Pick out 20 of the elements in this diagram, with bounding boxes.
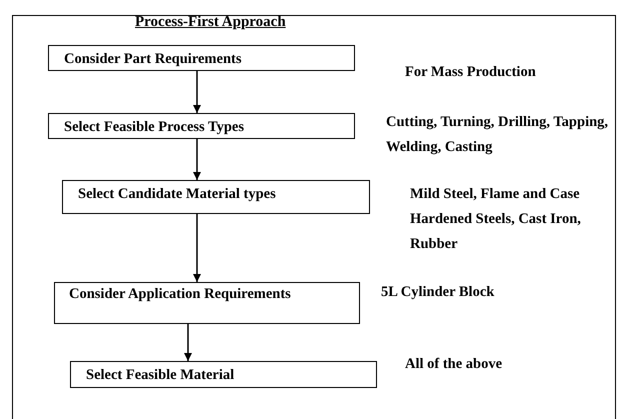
process-box [48,113,355,139]
arrow [193,71,201,113]
process-box [70,361,377,388]
box-text: Select Candidate Material types [78,186,277,202]
side-note: Mild Steel, Flame and Case Hardened Steels, Cast Iron, Rubber [410,185,582,254]
box-text: Consider Part Requirements [64,51,242,67]
process-box [62,180,370,214]
arrow [193,214,201,282]
side-note: Cutting, Turning, Drilling, Tapping, Welding, Casting [386,113,610,157]
process-box [48,45,355,71]
side-note: All of the above [405,355,504,374]
box-text: Select Feasible Process Types [64,119,246,135]
diagram-title: Process-First Approach [135,14,286,31]
box-text: Select Feasible Material [86,367,236,383]
arrow [184,324,192,361]
arrow [193,139,201,180]
box-text: Consider Application Requirements [69,286,292,302]
process-box [54,282,360,324]
side-note: For Mass Production [405,63,537,82]
side-note: 5L Cylinder Block [381,283,496,302]
